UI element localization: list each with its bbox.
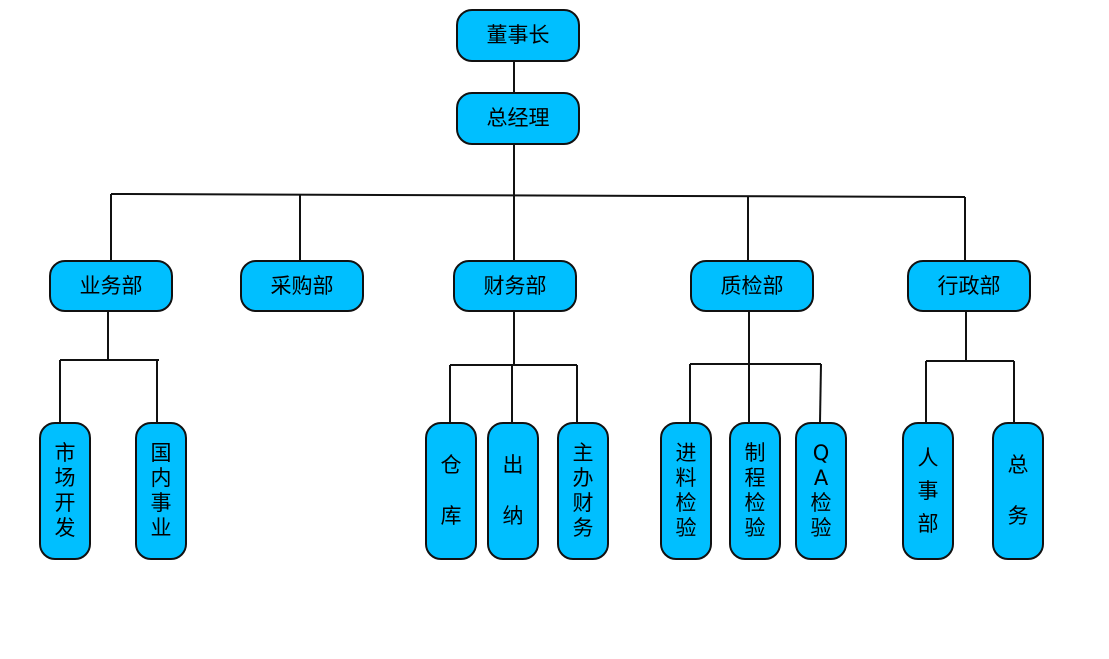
node-market-dev-char: 开 — [54, 491, 76, 515]
node-process-inspection-char: 验 — [744, 516, 766, 540]
node-general-manager-label: 总经理 — [486, 106, 550, 130]
node-hr-dept-char: 事 — [917, 478, 939, 503]
node-chairman: 董事长 — [456, 9, 580, 62]
node-qa-inspection: Q A 检 验 — [795, 422, 847, 560]
node-warehouse-char: 库 — [440, 504, 462, 528]
node-general-affairs-char: 总 — [1007, 453, 1029, 477]
node-general-manager: 总经理 — [456, 92, 580, 145]
node-finance-dept-label: 财务部 — [483, 273, 547, 298]
node-market-dev-char: 发 — [54, 516, 76, 540]
node-domestic-business-char: 国 — [150, 441, 172, 465]
node-market-dev: 市 场 开 发 — [39, 422, 91, 560]
node-chief-accountant-char: 财 — [572, 491, 594, 515]
node-cashier-char: 纳 — [502, 504, 524, 528]
node-market-dev-char: 市 — [54, 441, 76, 465]
node-process-inspection-char: 制 — [744, 441, 766, 465]
node-chairman-label: 董事长 — [486, 23, 550, 47]
node-process-inspection-char: 程 — [744, 466, 766, 490]
node-hr-dept-char: 部 — [917, 511, 939, 536]
node-purchasing-dept-label: 采购部 — [270, 273, 334, 298]
node-market-dev-char: 场 — [54, 466, 76, 490]
node-chief-accountant-char: 主 — [572, 441, 594, 465]
node-finance-dept: 财务部 — [453, 260, 577, 312]
node-quality-dept: 质检部 — [690, 260, 814, 312]
node-incoming-inspection-char: 料 — [675, 466, 697, 490]
node-qa-inspection-char: 检 — [810, 491, 832, 515]
node-purchasing-dept: 采购部 — [240, 260, 364, 312]
node-domestic-business: 国 内 事 业 — [135, 422, 187, 560]
node-warehouse: 仓 库 — [425, 422, 477, 560]
node-quality-dept-label: 质检部 — [720, 273, 784, 298]
node-hr-dept-char: 人 — [917, 445, 939, 470]
node-domestic-business-char: 事 — [150, 491, 172, 515]
node-incoming-inspection-char: 进 — [675, 441, 697, 465]
node-cashier-char: 出 — [502, 453, 524, 477]
node-admin-dept: 行政部 — [907, 260, 1031, 312]
node-domestic-business-char: 业 — [150, 516, 172, 540]
node-domestic-business-char: 内 — [150, 466, 172, 490]
node-incoming-inspection: 进 料 检 验 — [660, 422, 712, 560]
node-qa-inspection-char: 验 — [810, 516, 832, 540]
node-general-affairs: 总 务 — [992, 422, 1044, 560]
node-business-dept: 业务部 — [49, 260, 173, 312]
node-cashier: 出 纳 — [487, 422, 539, 560]
node-chief-accountant: 主 办 财 务 — [557, 422, 609, 560]
node-business-dept-label: 业务部 — [79, 273, 143, 298]
node-process-inspection: 制 程 检 验 — [729, 422, 781, 560]
node-qa-inspection-char: Q — [812, 441, 830, 465]
node-chief-accountant-char: 务 — [572, 516, 594, 540]
node-qa-inspection-char: A — [813, 466, 829, 490]
node-admin-dept-label: 行政部 — [937, 273, 1001, 298]
node-incoming-inspection-char: 检 — [675, 491, 697, 515]
node-hr-dept: 人 事 部 — [902, 422, 954, 560]
node-incoming-inspection-char: 验 — [675, 516, 697, 540]
node-general-affairs-char: 务 — [1007, 504, 1029, 528]
node-process-inspection-char: 检 — [744, 491, 766, 515]
node-warehouse-char: 仓 — [440, 453, 462, 477]
node-chief-accountant-char: 办 — [572, 466, 594, 490]
